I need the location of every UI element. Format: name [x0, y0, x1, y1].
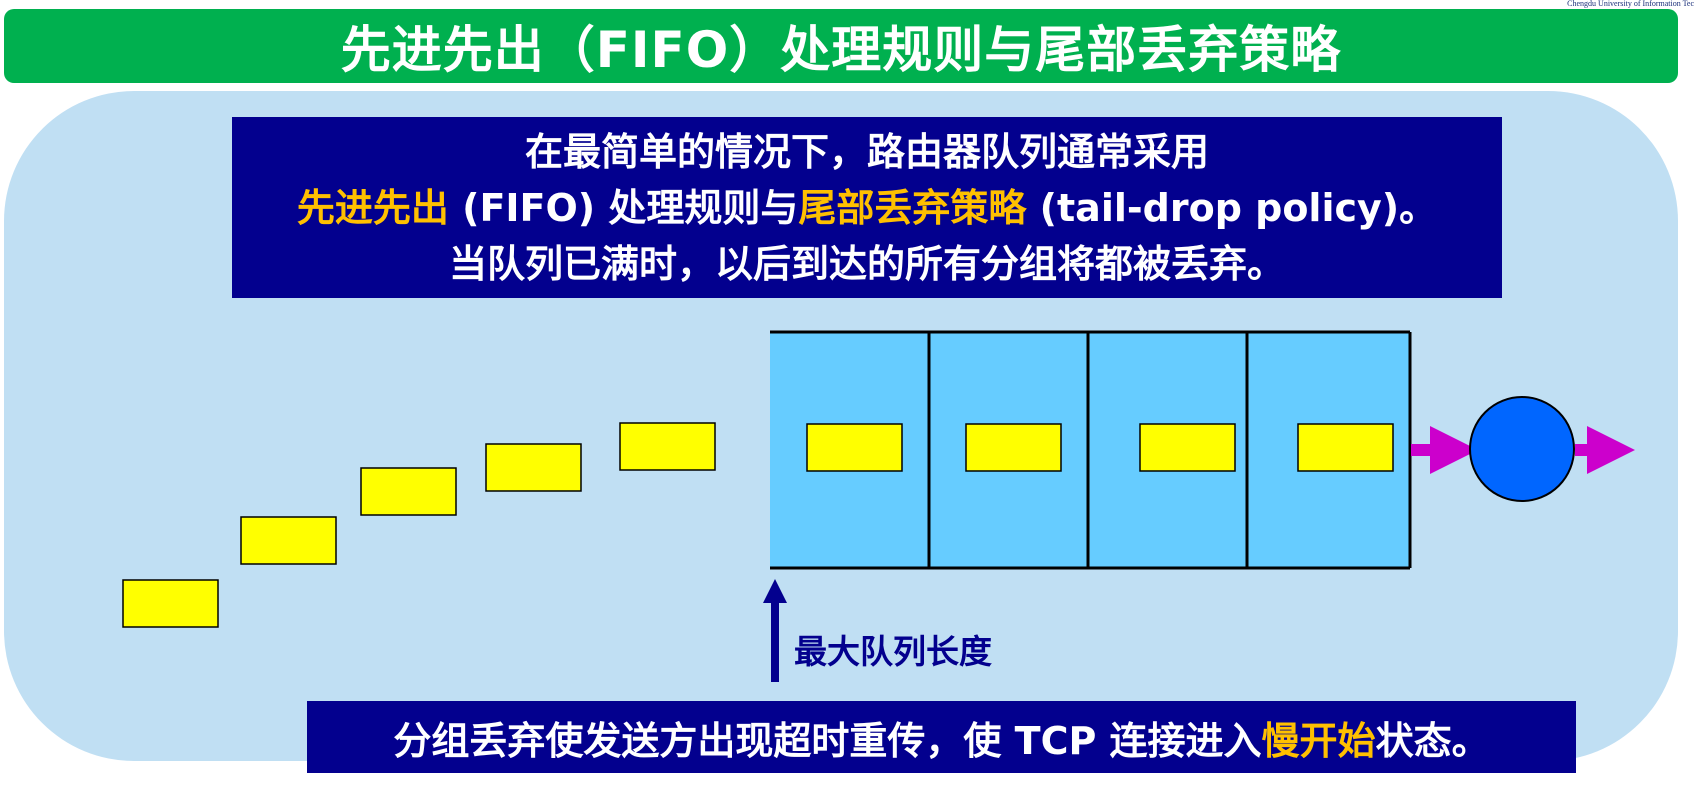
- server-circle: [1469, 396, 1575, 502]
- queued-packet: [806, 423, 903, 472]
- max-queue-arrow-head: [763, 579, 787, 603]
- queued-packets: [806, 423, 1394, 472]
- consequence-text: 分组丢弃使发送方出现超时重传，使 TCP 连接进入慢开始状态。: [393, 710, 1489, 765]
- title-bar: 先进先出（FIFO）处理规则与尾部丢弃策略: [4, 9, 1678, 83]
- queued-packet: [1139, 423, 1236, 472]
- arriving-packet: [619, 422, 716, 471]
- fifo-text: (FIFO) 处理规则与: [448, 185, 799, 230]
- arriving-packets: [122, 422, 716, 628]
- arriving-packet: [240, 516, 337, 565]
- output-link: [1411, 396, 1635, 502]
- tail-drop-text: (tail-drop policy)。: [1026, 185, 1438, 230]
- description-line-1: 在最简单的情况下，路由器队列通常采用: [524, 129, 1209, 174]
- description-line-2: 先进先出 (FIFO) 处理规则与尾部丢弃策略 (tail-drop polic…: [297, 180, 1437, 236]
- consequence-box: 分组丢弃使发送方出现超时重传，使 TCP 连接进入慢开始状态。: [307, 701, 1576, 773]
- consequence-text-part1: 分组丢弃使发送方出现超时重传，使 TCP 连接进入: [393, 718, 1262, 763]
- max-queue-arrow: [763, 579, 787, 682]
- queued-packet: [965, 423, 1062, 472]
- slow-start-highlight: 慢开始: [1261, 718, 1376, 763]
- tail-drop-highlight: 尾部丢弃策略: [798, 185, 1027, 230]
- consequence-text-part3: 状态。: [1375, 718, 1490, 763]
- arriving-packet: [122, 579, 219, 628]
- queued-packet: [1297, 423, 1394, 472]
- arriving-packet: [485, 443, 582, 492]
- max-queue-arrow-shaft: [771, 600, 779, 682]
- fifo-highlight: 先进先出: [296, 185, 449, 230]
- max-queue-length-label: 最大队列长度: [794, 632, 992, 671]
- description-box: 在最简单的情况下，路由器队列通常采用 先进先出 (FIFO) 处理规则与尾部丢弃…: [232, 117, 1502, 298]
- university-watermark: Chengdu University of Information Tec: [1567, 0, 1694, 8]
- slide-title: 先进先出（FIFO）处理规则与尾部丢弃策略: [340, 21, 1342, 79]
- description-line-3: 当队列已满时，以后到达的所有分组将都被丢弃。: [448, 241, 1285, 286]
- arriving-packet: [360, 467, 457, 516]
